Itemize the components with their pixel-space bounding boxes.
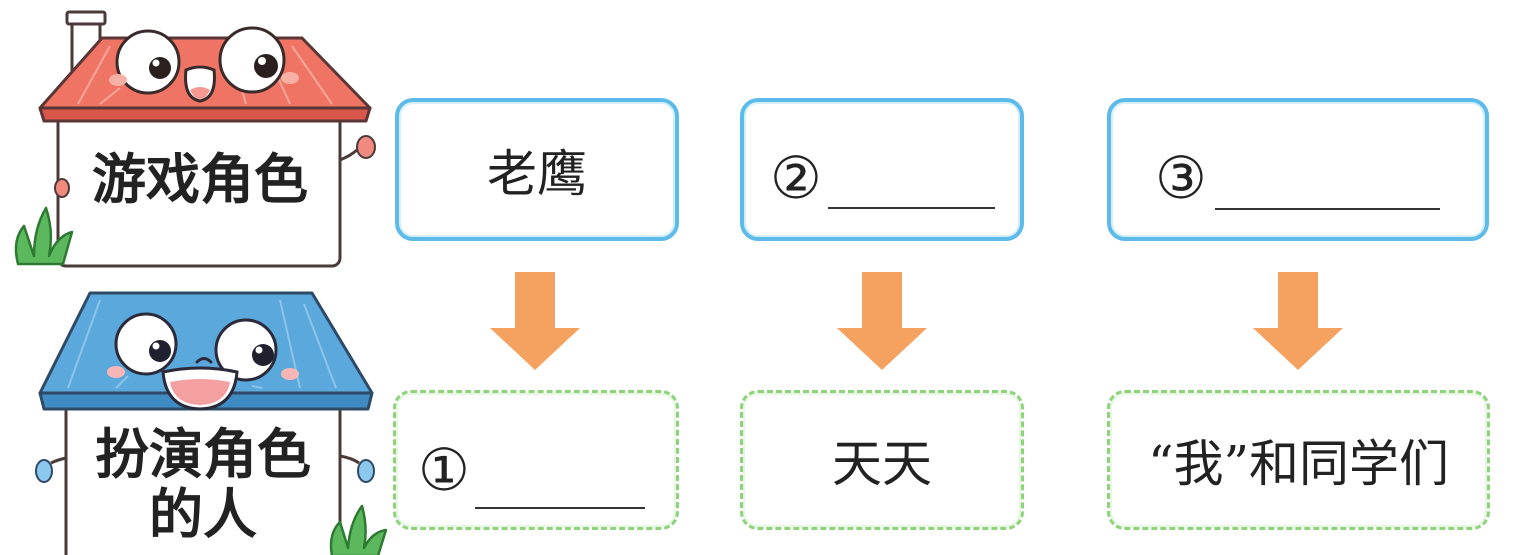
- game-role-label: 游戏角色: [92, 148, 308, 211]
- answer-blank: [1215, 208, 1440, 210]
- roof-plank: [67, 299, 101, 389]
- left-cheek: [109, 74, 127, 86]
- roof-plank: [291, 45, 333, 105]
- right-hand: [357, 459, 375, 483]
- roof-plank: [99, 87, 121, 105]
- role-text: 老鹰: [487, 144, 587, 203]
- tongue: [170, 379, 230, 405]
- left-hand: [35, 459, 53, 483]
- down-arrow-3: [1253, 272, 1343, 370]
- player-text: “我”和同学们: [1147, 435, 1450, 493]
- eye-highlight: [255, 346, 263, 354]
- chimney-cap: [65, 10, 107, 26]
- eye-white: [115, 29, 181, 95]
- right-cheek: [281, 72, 299, 84]
- left-arm: [50, 456, 67, 465]
- down-arrow-2: [837, 272, 927, 370]
- right-cheek: [281, 368, 299, 380]
- eye-highlight: [152, 59, 160, 67]
- player-box-1: ①: [393, 390, 679, 530]
- eye-highlight: [258, 57, 266, 65]
- answer-blank: [475, 507, 645, 509]
- down-arrow-1: [490, 272, 580, 370]
- left-eye: [115, 29, 181, 95]
- pupil: [252, 344, 274, 366]
- left-eye: [114, 312, 178, 376]
- circled-number-1: ①: [418, 436, 470, 504]
- eye-highlight: [152, 342, 160, 350]
- player-label-line-1: 扮演角色: [95, 423, 311, 486]
- mouth: [161, 366, 239, 411]
- right-arm: [339, 148, 358, 162]
- roof-eave: [38, 106, 372, 123]
- left-cheek: [107, 366, 125, 378]
- tongue: [190, 87, 210, 99]
- player-box-2: 天天: [740, 390, 1024, 530]
- pupil: [149, 340, 171, 362]
- role-box-2: ②: [740, 98, 1024, 241]
- nose: [195, 357, 213, 364]
- pupil: [149, 57, 171, 79]
- answer-blank: [828, 207, 995, 209]
- roof-plank: [303, 303, 337, 389]
- player-house: [35, 291, 388, 555]
- grass: [14, 206, 74, 266]
- right-arm: [339, 454, 360, 465]
- pupil: [254, 54, 278, 78]
- circled-number-2: ②: [770, 144, 822, 212]
- mouth: [184, 65, 216, 103]
- roof-plank: [115, 375, 129, 389]
- right-eye: [214, 318, 278, 382]
- right-eye: [218, 26, 286, 94]
- role-box-3: ③: [1107, 98, 1489, 241]
- player-box-3: “我”和同学们: [1107, 390, 1490, 530]
- player-text: 天天: [832, 435, 932, 493]
- game-role-house: [14, 10, 376, 268]
- grass: [329, 504, 388, 555]
- right-hand: [356, 135, 376, 159]
- circled-number-3: ③: [1155, 144, 1207, 212]
- roof-plank: [77, 45, 111, 105]
- player-label-line-2: 的人: [149, 483, 257, 546]
- role-box-1: 老鹰: [395, 98, 679, 241]
- roof-plank: [251, 385, 263, 389]
- left-hand: [54, 178, 70, 198]
